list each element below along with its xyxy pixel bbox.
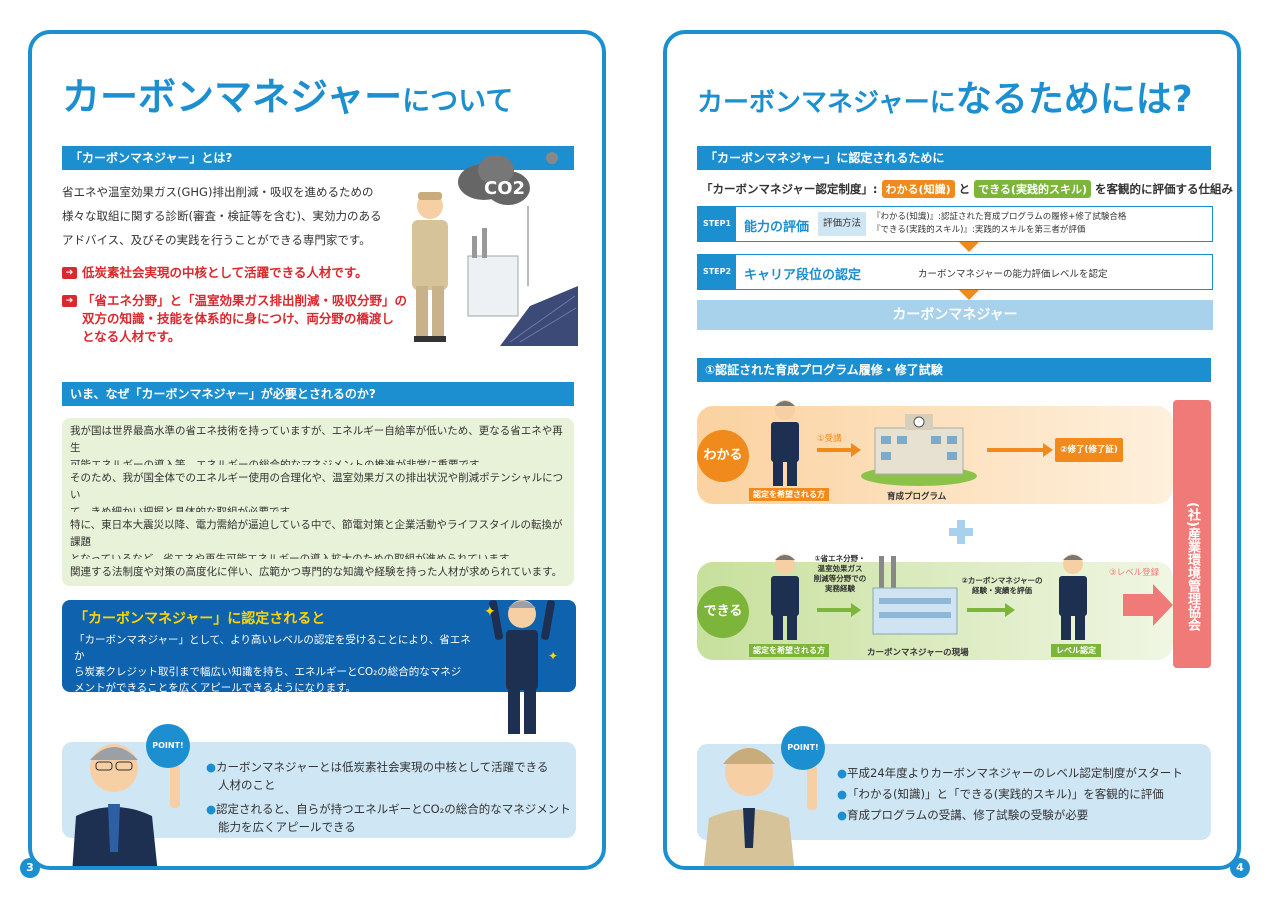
arrow-right-icon (967, 608, 1005, 612)
page-title: カーボンマネジャーになるためには? (697, 79, 1193, 120)
step1-box: STEP1 能力の評価 評価方法 『わかる(知識)』:認証された育成プログラムの… (697, 206, 1213, 242)
evaluation-method-text: 『わかる(知識)』:認証された育成プログラムの履修+修了試験合格 『できる(実践… (872, 212, 1127, 235)
system-description: 「カーボンマネジャー認定制度」: わかる(知識) と できる(実践的スキル) を… (701, 180, 1233, 198)
bullet-icon: ● (837, 808, 848, 822)
arrow-head-icon (1153, 584, 1173, 626)
experience-label: ①省エネ分野・ 温室効果ガス 削減等分野での 実務経験 (813, 554, 867, 593)
step2-box: STEP2 キャリア段位の認定 カーボンマネジャーの能力評価レベルを認定 (697, 254, 1213, 290)
applicant-illustration (771, 400, 799, 486)
arrow-right-icon: ➔ (62, 267, 77, 279)
certification-benefit-box: 「カーボンマネジャー」に認定されると 「カーボンマネジャー」として、より高いレベ… (62, 600, 576, 694)
applicant-illustration (771, 554, 799, 640)
bullet-icon: ● (837, 766, 848, 780)
level-label: レベル認定 (1051, 644, 1101, 657)
arrow-right-icon (817, 448, 851, 452)
worker-pointing-illustration (703, 748, 817, 866)
step1-tag: STEP1 (698, 207, 736, 241)
down-arrow-icon (959, 242, 979, 252)
step2-name: キャリア段位の認定 (744, 268, 862, 283)
page-number-left: 3 (20, 858, 40, 878)
wakaru-badge: わかる(知識) (881, 180, 955, 198)
register-label: ③レベル登録 (1109, 568, 1160, 578)
highlight-point-2: ➔ 「省エネ分野」と「温室効果ガス排出削減・吸収分野」の 双方の知識・技能を体系… (62, 292, 407, 346)
bullet-icon: ● (206, 760, 217, 774)
point-item-2: ●「わかる(知識)」と「できる(実践的スキル)」を客観的に評価 (837, 787, 1164, 801)
point-item-1: ●平成24年度よりカーボンマネジャーのレベル認定制度がスタート (837, 766, 1183, 780)
certified-person-illustration (1059, 554, 1087, 640)
point-item-2: ●認定されると、自らが持つエネルギーとCO₂の総合的なマネジメント能力を広くアピ… (206, 802, 571, 834)
point-badge: POINT! (146, 724, 190, 768)
applicant-label: 認定を希望される方 (749, 488, 829, 501)
section-header-program: ①認証された育成プログラム履修・修了試験 (697, 358, 1211, 382)
sparkle-icon: ✦ (548, 649, 558, 663)
factory-illustration (872, 556, 958, 635)
bullet-icon: ● (837, 787, 848, 801)
page-3: カーボンマネジャーについて 「カーボンマネジャー」とは? 省エネや温室効果ガス(… (28, 30, 606, 870)
attend-label: ①受講 (817, 434, 842, 444)
dekiru-circle: できる (697, 586, 749, 638)
step2-tag: STEP2 (698, 255, 736, 289)
step1-name: 能力の評価 (744, 220, 810, 235)
evaluate-label: ②カーボンマネジャーの 経験・実績を評価 (961, 576, 1043, 595)
applicant-label: 認定を希望される方 (749, 644, 829, 657)
arrow-head-icon (1043, 443, 1053, 457)
section-header-why: いま、なぜ「カーボンマネジャー」が必要とされるのか? (62, 382, 574, 406)
arrow-right-icon: ➔ (62, 295, 77, 307)
school-building-illustration (861, 414, 977, 486)
highlight-point-1: ➔ 低炭素社会実現の中核として活躍できる人材です。 (62, 264, 368, 282)
co2-label: CO2 (484, 178, 525, 199)
wakaru-circle: わかる (697, 430, 749, 482)
sparkle-icon: ✦ (484, 604, 496, 620)
organization-label: (社)産業環境管理協会 (1173, 400, 1211, 668)
down-arrow-icon (959, 290, 979, 300)
bullet-icon: ● (206, 802, 217, 816)
businessman-cheering-illustration: ✦ ✦ (484, 600, 558, 734)
page-title: カーボンマネジャーについて (62, 75, 514, 119)
arrow-right-icon (987, 448, 1043, 452)
arrow-right-icon (817, 608, 851, 612)
page-4: カーボンマネジャーになるためには? 「カーボンマネジャー」に認定されるために 「… (663, 30, 1241, 870)
completion-label: ②修了(修了証) (1055, 438, 1123, 462)
arrow-head-icon (1005, 603, 1015, 617)
point-badge: POINT! (781, 726, 825, 770)
page-number-right: 4 (1230, 858, 1250, 878)
definition-text: 省エネや温室効果ガス(GHG)排出削減・吸収を進めるための 様々な取組に関する診… (62, 185, 382, 247)
arrow-head-icon (851, 603, 861, 617)
arrow-right-icon (1123, 594, 1153, 616)
program-label: 育成プログラム (887, 492, 947, 502)
point-item-3: ●育成プログラムの受講、修了試験の受験が必要 (837, 808, 1089, 822)
point-item-1: ●カーボンマネジャーとは低炭素社会実現の中核として活躍できる人材のこと (206, 760, 549, 792)
arrow-head-icon (851, 443, 861, 457)
result-bar: カーボンマネジャー (697, 300, 1213, 330)
reason-box-4: 関連する法制度や対策の高度化に伴い、広範かつ専門的な知識や経験を持った人材が求め… (62, 559, 574, 586)
businessman-pointing-illustration (72, 744, 180, 866)
evaluation-method-label: 評価方法 (818, 212, 866, 236)
section-header-requirements: 「カーボンマネジャー」に認定されるために (697, 146, 1211, 170)
worker-factory-illustration: CO2 (412, 152, 578, 346)
dekiru-badge: できる(実践的スキル) (974, 180, 1091, 198)
site-label: カーボンマネジャーの現場 (867, 648, 969, 658)
step2-description: カーボンマネジャーの能力評価レベルを認定 (918, 269, 1108, 280)
